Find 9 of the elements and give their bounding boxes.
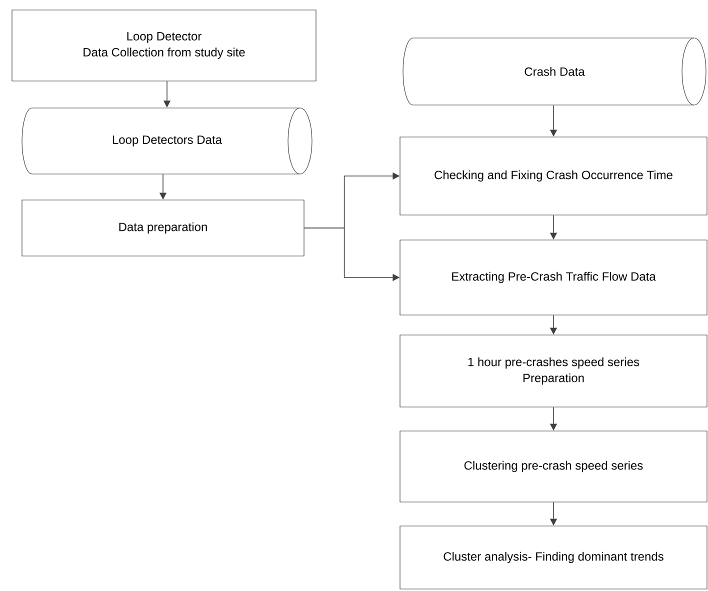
process-box: 1 hour pre-crashes speed series Preparation: [400, 334, 708, 408]
process-box: Clustering pre-crash speed series: [400, 430, 708, 502]
data-cylinder: Crash Data: [402, 38, 706, 106]
process-box: Loop Detector Data Collection from study site: [12, 10, 316, 82]
process-box: Extracting Pre-Crash Traffic Flow Data: [400, 240, 708, 316]
data-cylinder: Loop Detectors Data: [22, 108, 312, 174]
process-box: Checking and Fixing Crash Occurrence Time: [400, 136, 708, 216]
process-box: Data preparation: [22, 200, 304, 256]
process-box: Cluster analysis- Finding dominant trends: [400, 526, 708, 590]
